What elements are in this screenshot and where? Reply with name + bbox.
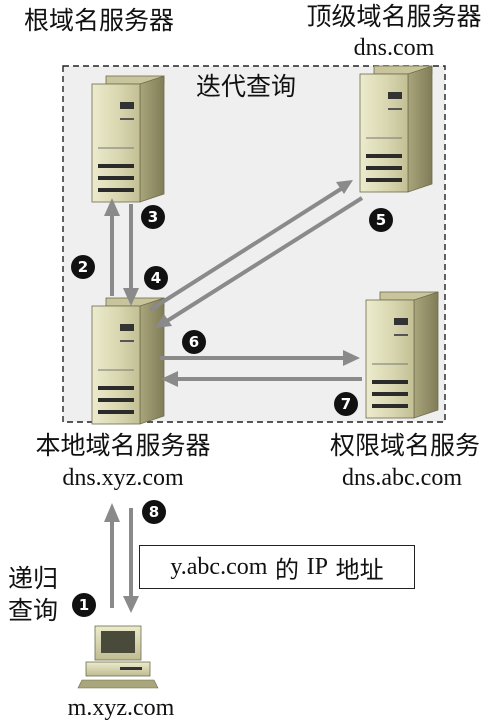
answer-domain: y.abc.com	[170, 553, 268, 580]
answer-ip: IP	[306, 553, 329, 580]
answer-suffix: 地址	[328, 555, 384, 584]
auth-server-label: 权限域名服务	[329, 431, 481, 460]
local-server-icon	[91, 297, 165, 425]
client-computer-icon	[77, 625, 159, 689]
arrow-2-up	[104, 198, 120, 216]
step-1-badge: 1	[72, 593, 96, 617]
step-4-badge: 4	[144, 266, 168, 290]
auth-server-icon	[365, 291, 439, 419]
step-6-badge: 6	[182, 330, 206, 354]
auth-server-host: dns.abc.com	[342, 465, 462, 491]
ip-address-answer-box: y.abc.com 的 IP 地址	[139, 545, 415, 589]
answer-de: 的	[267, 555, 307, 584]
root-server-label: 根域名服务器	[24, 6, 175, 35]
root-server-icon	[91, 75, 165, 203]
arrow-7	[161, 371, 178, 387]
recursive-query-label-line1: 递归	[8, 564, 59, 593]
step-7-badge: 7	[334, 392, 358, 416]
step-5-badge: 5	[369, 208, 393, 232]
arrow-6	[343, 350, 360, 366]
arrow-3-down	[123, 288, 139, 306]
local-server-host: dns.xyz.com	[62, 465, 184, 491]
arrow-5	[155, 314, 172, 328]
step-3-badge: 3	[141, 205, 165, 229]
tld-server-host: dns.com	[353, 35, 435, 61]
arrow-1-up	[104, 503, 120, 522]
tld-server-icon	[359, 65, 433, 193]
iterative-query-label: 迭代查询	[196, 72, 297, 101]
arrow-8-down	[123, 596, 139, 613]
step-8-badge: 8	[142, 500, 166, 524]
recursive-query-label-line2: 查询	[8, 596, 59, 625]
arrow-4	[336, 180, 353, 194]
arrows	[104, 180, 364, 613]
local-server-label: 本地域名服务器	[35, 431, 211, 460]
step-2-badge: 2	[71, 255, 95, 279]
client-host: m.xyz.com	[67, 695, 175, 721]
tld-server-label: 顶级域名服务器	[306, 2, 482, 31]
